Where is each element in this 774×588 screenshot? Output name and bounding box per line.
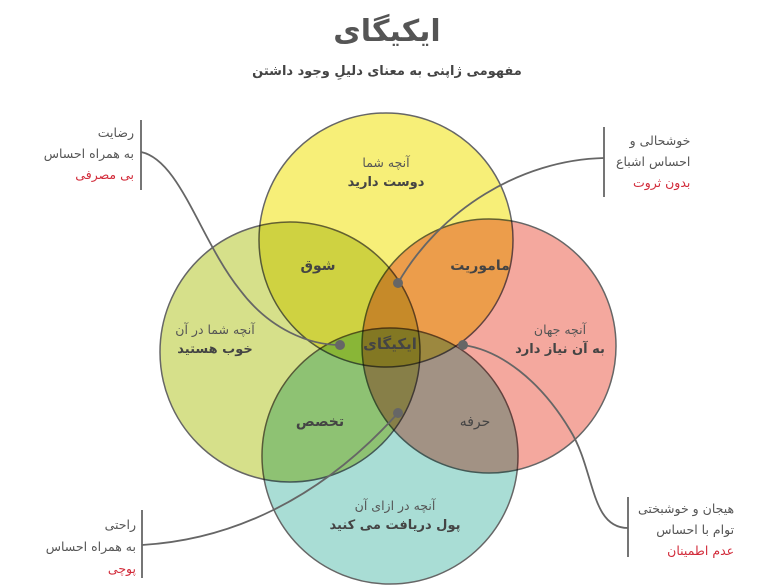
page-title: ایکیگای — [333, 14, 441, 49]
circle-label-bold: پول دریافت می کنید — [329, 518, 461, 533]
circle-label-line: آنچه جهان — [533, 322, 587, 337]
note-line: به همراه احساس — [45, 539, 136, 554]
note-top-right: خوشحالی و احساس اشباع بدون ثروت — [616, 130, 690, 193]
note-line: توام با احساس — [656, 522, 735, 537]
circle-label-good-at: آنچه شما در آن خوب هستید — [150, 320, 280, 359]
circle-label-bold: به آن نیاز دارد — [515, 342, 605, 357]
connector-bottom-right — [462, 344, 629, 529]
circle-label-paid-for: آنچه در ازای آن پول دریافت می کنید — [320, 496, 470, 535]
note-highlight: پوچی — [107, 561, 136, 576]
note-line: به همراه احساس — [43, 146, 134, 161]
circle-label-line: آنچه شما در آن — [175, 322, 255, 337]
dot-profession — [393, 408, 403, 418]
dot-vocation — [458, 340, 468, 350]
circle-label-bold: خوب هستید — [177, 342, 253, 357]
note-highlight: عدم اطمینان — [667, 543, 735, 558]
note-line: احساس اشباع — [616, 154, 691, 169]
connector-bottom-left — [141, 412, 399, 546]
note-top-left: رضایت به همراه احساس بی مصرفی — [44, 122, 134, 185]
note-bottom-right: هیجان و خوشبختی توام با احساس عدم اطمینا… — [638, 498, 734, 561]
circle-label-world-needs: آنچه جهان به آن نیاز دارد — [500, 320, 620, 359]
overlap-passion: شوق — [300, 258, 336, 274]
overlap-ikigai: ایکیگای — [363, 335, 417, 353]
circle-label-line: آنچه شما — [362, 155, 410, 170]
note-line: هیجان و خوشبختی — [638, 501, 735, 516]
note-line: رضایت — [97, 125, 134, 140]
note-highlight: بی مصرفی — [75, 167, 134, 182]
circle-label-bold: دوست دارید — [347, 175, 425, 190]
dot-passion — [335, 340, 345, 350]
circle-label-love: آنچه شما دوست دارید — [316, 153, 456, 192]
overlap-mission: ماموریت — [450, 258, 510, 274]
circle-paid-for — [261, 327, 519, 585]
note-bottom-left: راحتی به همراه احساس پوچی — [46, 514, 136, 580]
connector-top-right — [397, 157, 605, 284]
note-line: راحتی — [104, 517, 136, 532]
circle-label-line: آنچه در ازای آن — [354, 498, 436, 513]
dot-mission — [393, 278, 403, 288]
note-highlight: بدون ثروت — [632, 175, 691, 190]
note-line: خوشحالی و — [629, 133, 691, 148]
page-subtitle: مفهومی ژاپنی به معنای دلیلِ وجود داشتن — [252, 64, 522, 79]
connector-top-left — [140, 151, 341, 346]
overlap-profession: تخصص — [295, 414, 345, 430]
overlap-vocation: حرفه — [459, 414, 491, 430]
